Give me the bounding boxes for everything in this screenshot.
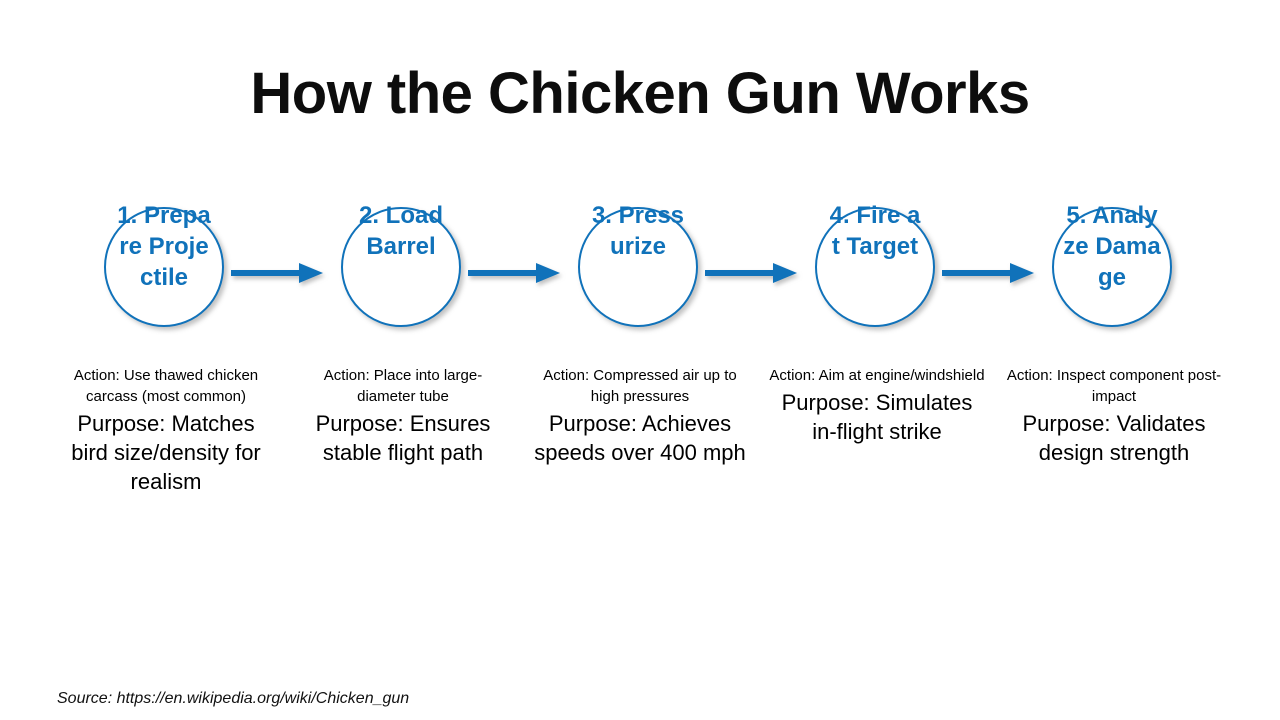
right-arrow-icon-4 [942, 263, 1034, 283]
flow-step-1-circle [104, 207, 224, 327]
flow-step-1-action: Action: Use thawed chicken carcass (most… [73, 367, 259, 405]
right-arrow-icon-3 [705, 263, 797, 283]
flow-step-1-purpose: Purpose: Matches bird size/density for r… [71, 411, 261, 494]
flow-step-5-purpose: Purpose: Validates design strength [1022, 411, 1206, 465]
process-flow: 1. Prepare Projectile 2. Load Barrel 3. … [0, 185, 1280, 365]
right-arrow-icon-1 [231, 263, 323, 283]
flow-step-2-purpose: Purpose: Ensures stable flight path [315, 411, 491, 465]
flow-step-4-caption: Action: Aim at engine/windshield Purpose… [769, 365, 985, 446]
flow-step-5-circle [1052, 207, 1172, 327]
flow-step-2[interactable]: 2. Load Barrel [330, 185, 476, 365]
flow-step-1[interactable]: 1. Prepare Projectile [93, 185, 239, 365]
flow-step-5-caption: Action: Inspect component post-impact Pu… [1006, 365, 1222, 467]
flow-step-3-caption: Action: Compressed air up to high pressu… [532, 365, 748, 467]
flow-step-3-purpose: Purpose: Achieves speeds over 400 mph [534, 411, 746, 465]
flow-step-5[interactable]: 5. Analyze Damage [1041, 185, 1187, 365]
flow-step-4[interactable]: 4. Fire at Target [804, 185, 950, 365]
right-arrow-icon-2 [468, 263, 560, 283]
flow-step-2-caption: Action: Place into large-diameter tube P… [295, 365, 511, 467]
flow-step-2-action: Action: Place into large-diameter tube [323, 367, 483, 405]
source-citation: Source: https://en.wikipedia.org/wiki/Ch… [57, 690, 410, 707]
flow-step-3-action: Action: Compressed air up to high pressu… [543, 367, 737, 405]
flow-step-4-purpose: Purpose: Simulates in-flight strike [781, 390, 973, 444]
flow-step-4-action: Action: Aim at engine/windshield [769, 367, 985, 384]
flow-step-3[interactable]: 3. Pressurize [567, 185, 713, 365]
flow-step-5-action: Action: Inspect component post-impact [1006, 367, 1222, 405]
flow-step-3-circle [578, 207, 698, 327]
flow-step-2-circle [341, 207, 461, 327]
page-title: How the Chicken Gun Works [250, 61, 1030, 126]
flow-step-4-circle [815, 207, 935, 327]
flow-step-1-caption: Action: Use thawed chicken carcass (most… [58, 365, 274, 496]
